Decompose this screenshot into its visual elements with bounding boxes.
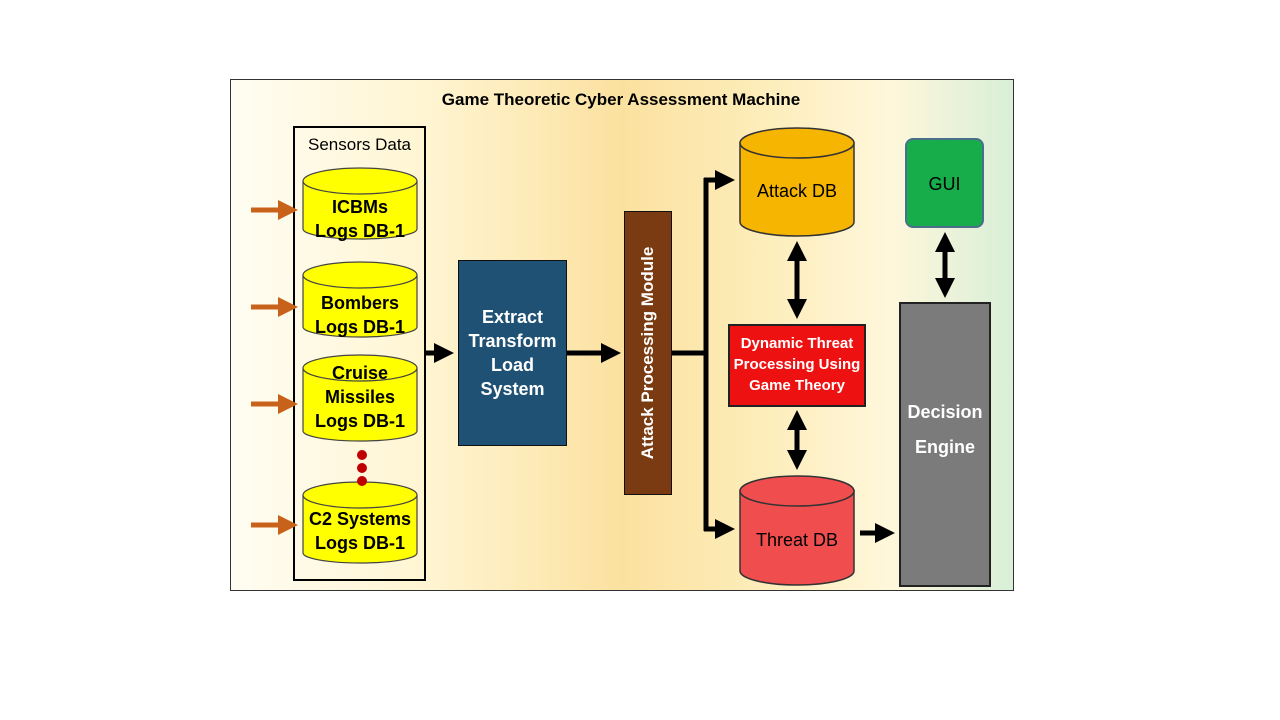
gui-label: GUI (928, 174, 961, 194)
etl-system-box (458, 260, 567, 446)
db-c2-systems-label: C2 Systems Logs DB-1 (303, 507, 417, 555)
db-bombers-line1: Bombers (320, 293, 400, 313)
dtp-line2: Processing Using (733, 356, 861, 373)
decision-line2: Engine (914, 437, 975, 457)
db-cruise-line1: Cruise (331, 363, 389, 383)
db-icbms-label: ICBMs Logs DB-1 (303, 195, 417, 243)
etl-line1: Extract (481, 307, 544, 327)
decision-engine-box (899, 302, 991, 587)
db-cruise-missiles-cylinder-icon (302, 354, 418, 442)
etl-line2: Transform (468, 331, 557, 351)
ellipsis-dots-icon (357, 450, 367, 486)
diagram-title: Game Theoretic Cyber Assessment Machine (441, 90, 801, 109)
db-cruise-line3: Logs DB-1 (315, 411, 405, 431)
db-icbms-line2: Logs DB-1 (315, 221, 405, 241)
db-bombers-cylinder-icon (302, 261, 418, 338)
attack-processing-module-box (624, 211, 672, 495)
attack-db-label: Attack DB (756, 181, 838, 201)
db-icbms-line1: ICBMs (331, 197, 388, 217)
sensors-data-box (293, 126, 426, 581)
threat-db-label: Threat DB (755, 530, 839, 550)
attack-db-cylinder-icon (739, 127, 855, 237)
sensors-data-label: Sensors Data (308, 135, 411, 154)
db-icbms-cylinder-icon (302, 167, 418, 240)
db-cruise-line2: Missiles (324, 387, 396, 407)
dtp-line3: Game Theory (749, 377, 845, 394)
db-bombers-label: Bombers Logs DB-1 (303, 291, 417, 339)
db-c2-systems-cylinder-icon (302, 481, 418, 564)
etl-line3: Load (491, 355, 534, 375)
decision-line1: Decision (907, 402, 983, 422)
gui-box (905, 138, 984, 228)
dynamic-threat-processing-label: Dynamic Threat Processing Using Game The… (728, 333, 866, 396)
dynamic-threat-processing-box (728, 324, 866, 407)
threat-db-cylinder-icon (739, 475, 855, 586)
attack-processing-module-label: Attack Processing Module (638, 246, 657, 460)
decision-engine-label: Decision Engine (899, 395, 991, 465)
db-cruise-missiles-label: Cruise Missiles Logs DB-1 (303, 361, 417, 433)
etl-system-label: Extract Transform Load System (458, 305, 567, 401)
db-bombers-line2: Logs DB-1 (315, 317, 405, 337)
dtp-line1: Dynamic Threat (740, 335, 854, 352)
etl-line4: System (480, 379, 545, 399)
db-c2-line2: Logs DB-1 (315, 533, 405, 553)
db-c2-line1: C2 Systems (308, 509, 412, 529)
